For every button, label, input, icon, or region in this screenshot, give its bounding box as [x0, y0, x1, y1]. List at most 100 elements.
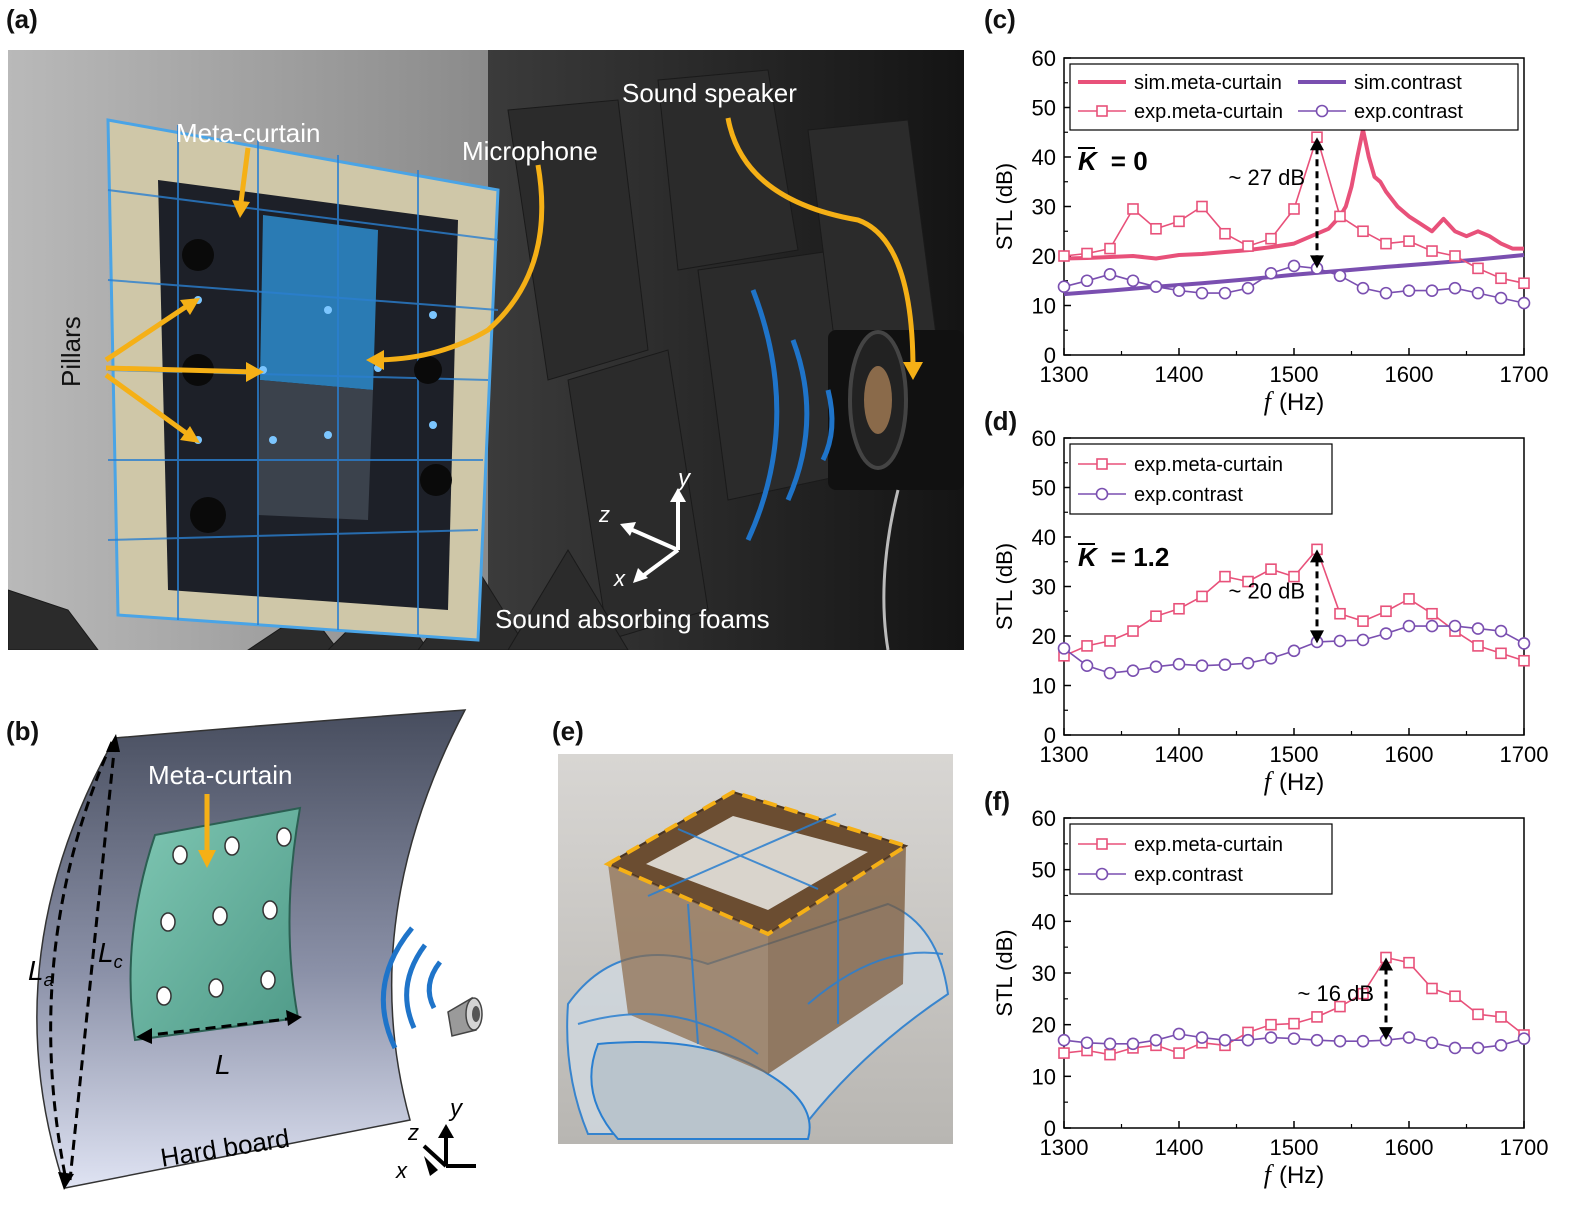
data-point-exp.contrast: [1103, 666, 1117, 680]
data-point-exp.contrast: [1471, 622, 1485, 635]
legend-marker: [1096, 458, 1108, 470]
data-point-exp.contrast: [1448, 619, 1462, 633]
series-line-sim.contrast: [1063, 253, 1525, 297]
x-tick-label: 1500: [1270, 1135, 1319, 1160]
data-point-exp.meta-curtain: [1081, 247, 1093, 260]
data-point-exp.contrast: [1057, 280, 1071, 293]
data-point-exp.contrast: [1149, 660, 1163, 673]
data-point-exp.meta-curtain: [1426, 245, 1438, 257]
gap-arrow-head-bottom: [1310, 630, 1324, 644]
y-tick-label: 40: [1032, 145, 1056, 170]
gap-annotation: ~ 20 dB: [1229, 578, 1305, 603]
data-point-exp.contrast: [1356, 633, 1370, 647]
data-point-exp.meta-curtain: [1311, 1011, 1323, 1023]
data-point-exp.meta-curtain: [1334, 607, 1346, 620]
y-tick-label: 0: [1044, 1116, 1056, 1141]
data-point-exp.contrast: [1425, 619, 1439, 633]
sound-waves-b: [380, 926, 443, 1050]
data-point-exp.contrast: [1172, 657, 1186, 671]
data-point-exp.meta-curtain: [1127, 625, 1139, 637]
data-point-exp.meta-curtain: [1173, 215, 1185, 228]
data-point-exp.contrast: [1494, 624, 1508, 638]
data-point-exp.meta-curtain: [1495, 272, 1507, 285]
y-tick-label: 20: [1032, 1013, 1056, 1038]
legend-marker: [1315, 104, 1329, 118]
gap-arrow-head-top: [1310, 137, 1324, 151]
data-point-exp.meta-curtain: [1219, 570, 1231, 583]
data-point-exp.contrast: [1333, 1034, 1347, 1048]
data-point-exp.meta-curtain: [1518, 277, 1530, 290]
data-point-exp.contrast: [1080, 659, 1094, 672]
label-l: L: [215, 1049, 231, 1080]
data-point-exp.meta-curtain: [1150, 610, 1162, 622]
data-point-exp.contrast: [1264, 267, 1278, 280]
legend-label: exp.contrast: [1354, 101, 1463, 123]
label-sound-speaker: Sound speaker: [622, 78, 797, 108]
data-point-exp.contrast: [1402, 284, 1416, 297]
y-tick-label: 60: [1032, 46, 1056, 71]
panel-label-f: (f): [984, 786, 1010, 816]
data-point-exp.contrast: [1057, 1033, 1071, 1047]
gap-annotation: ~ 16 dB: [1298, 981, 1374, 1006]
data-point-exp.contrast: [1471, 286, 1485, 300]
y-tick-label: 30: [1032, 961, 1056, 986]
y-tick-label: 10: [1032, 1064, 1056, 1089]
y-axis-label: STL (dB): [992, 163, 1017, 250]
legend-label: exp.meta-curtain: [1134, 101, 1283, 123]
x-tick-label: 1600: [1385, 742, 1434, 767]
dimension-l: [141, 1016, 297, 1038]
data-point-exp.contrast: [1126, 664, 1140, 677]
data-point-exp.meta-curtain: [1058, 250, 1070, 262]
panel-b-schematic: Meta-curtain La Lc L Hard board y z x: [28, 709, 483, 1190]
data-point-exp.contrast: [1287, 644, 1301, 658]
legend-label: exp.meta-curtain: [1134, 834, 1283, 856]
data-point-exp.contrast: [1195, 659, 1209, 672]
data-point-exp.contrast: [1149, 1033, 1163, 1047]
data-point-exp.contrast: [1172, 284, 1186, 297]
data-point-exp.meta-curtain: [1472, 640, 1484, 652]
axis-y-label-b: y: [448, 1095, 464, 1122]
y-axis-label: STL (dB): [992, 929, 1017, 1016]
data-point-exp.meta-curtain: [1127, 203, 1139, 215]
x-tick-label: 1600: [1385, 1135, 1434, 1160]
data-point-exp.contrast: [1195, 286, 1209, 300]
y-tick-label: 60: [1032, 426, 1056, 451]
x-axis-label: f(Hz): [1264, 767, 1325, 796]
k-annotation: K= 0: [1078, 146, 1148, 176]
dashed-outline: [603, 789, 911, 937]
data-point-exp.meta-curtain: [1426, 982, 1438, 995]
label-lc: Lc: [98, 937, 123, 972]
data-point-exp.contrast: [1517, 296, 1531, 310]
speaker-photo: [828, 330, 964, 650]
data-point-exp.contrast: [1310, 1033, 1324, 1047]
arrow-pillars-3: [104, 372, 195, 441]
data-point-exp.contrast: [1425, 1036, 1439, 1050]
data-point-exp.contrast: [1218, 1033, 1232, 1047]
data-point-exp.contrast: [1241, 1033, 1255, 1047]
data-point-exp.contrast: [1057, 642, 1071, 655]
data-point-exp.meta-curtain: [1081, 640, 1093, 652]
y-axis-label: STL (dB): [992, 543, 1017, 630]
dimension-lc: [68, 741, 117, 1181]
legend-marker: [1096, 105, 1108, 117]
axis-z-label-b: z: [407, 1120, 419, 1145]
data-point-exp.meta-curtain: [1518, 654, 1530, 667]
data-point-exp.meta-curtain: [1242, 240, 1254, 252]
x-tick-label: 1500: [1270, 742, 1319, 767]
data-point-exp.meta-curtain: [1449, 990, 1461, 1003]
x-tick-label: 1300: [1040, 362, 1089, 387]
sound-waves-a: [745, 289, 835, 542]
data-point-exp.meta-curtain: [1472, 1008, 1484, 1021]
arrow-microphone: [372, 164, 545, 363]
panel-label-b: (b): [6, 716, 40, 746]
x-tick-label: 1400: [1155, 362, 1204, 387]
arrow-meta-curtain: [237, 147, 251, 211]
y-tick-label: 0: [1044, 343, 1056, 368]
data-point-exp.meta-curtain: [1150, 222, 1162, 235]
data-point-exp.meta-curtain: [1196, 590, 1208, 603]
data-point-exp.meta-curtain: [1265, 1018, 1277, 1031]
x-tick-label: 1500: [1270, 362, 1319, 387]
